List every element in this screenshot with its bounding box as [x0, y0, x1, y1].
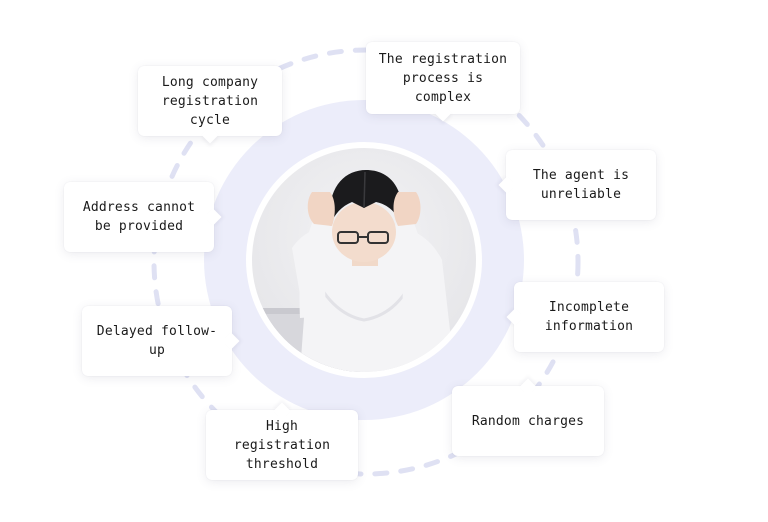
label-text: Long company registration cycle: [161, 74, 259, 128]
label-text: Incomplete information: [544, 300, 634, 334]
label-text: Random charges: [471, 413, 585, 429]
label-text: High registration threshold: [233, 418, 331, 472]
label-text: Delayed follow-up: [96, 324, 218, 358]
label-random-charges: Random charges: [452, 386, 604, 456]
right-hand: [393, 192, 421, 226]
stressed-woman-illustration: [252, 170, 452, 372]
label-high-registration-threshold: High registration threshold: [206, 410, 358, 480]
label-long-registration-cycle: Long company registration cycle: [138, 66, 282, 136]
face: [332, 202, 396, 262]
label-address-not-provided: Address cannot be provided: [64, 182, 214, 252]
label-text: The agent is unreliable: [532, 168, 630, 202]
label-text: The registration process is complex: [378, 51, 508, 105]
left-hand: [307, 192, 335, 226]
label-delayed-follow-up: Delayed follow-up: [82, 306, 232, 376]
stressed-woman-photo-icon: [252, 148, 476, 372]
label-text: Address cannot be provided: [82, 200, 196, 234]
hair: [329, 170, 403, 226]
label-agent-unreliable: The agent is unreliable: [506, 150, 656, 220]
label-incomplete-information: Incomplete information: [514, 282, 664, 352]
label-complex-process: The registration process is complex: [366, 42, 520, 114]
